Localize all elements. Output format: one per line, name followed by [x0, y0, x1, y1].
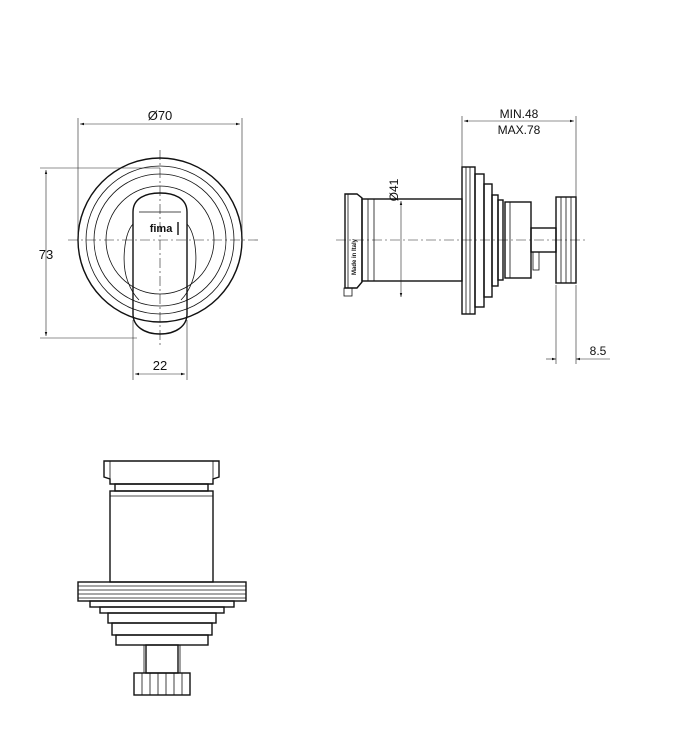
dim-front-height: 73 — [39, 247, 53, 262]
brand-logo: fima — [150, 223, 174, 235]
dim-depth-min: MIN.48 — [500, 107, 539, 121]
dim-side-diameter: Ø41 — [387, 178, 401, 201]
dim-front-diameter: Ø70 — [148, 108, 173, 123]
dim-knob-depth: 8.5 — [590, 344, 607, 358]
dim-handle-width: 22 — [153, 358, 167, 373]
lever-handle — [132, 192, 188, 335]
bottom-view — [77, 460, 247, 696]
side-view: Made in Italy Ø41 MIN.48 MAX.78 — [336, 107, 610, 364]
dim-depth-max: MAX.78 — [498, 123, 541, 137]
origin-label: Made in Italy — [352, 238, 358, 275]
front-view: fima Ø70 73 22 — [39, 108, 258, 380]
